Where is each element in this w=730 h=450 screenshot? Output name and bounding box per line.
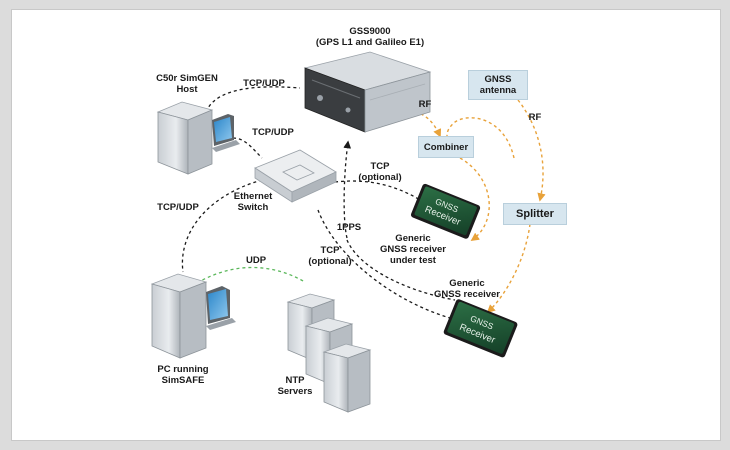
link-switch-rut: [334, 180, 429, 206]
simgen-host-line2: Host: [176, 84, 198, 95]
gr-line1: Generic: [449, 278, 485, 289]
simgen-host-computer: [156, 101, 240, 175]
switch-rut-line1: TCP: [370, 161, 390, 172]
ethernet-switch-line1: Ethernet: [233, 191, 273, 202]
link-label-switch-rut: TCP (optional): [358, 161, 401, 183]
combiner-box: Combiner: [418, 136, 474, 158]
switch-rut-line2: (optional): [358, 172, 402, 183]
data-links: [181, 86, 456, 319]
gss9000-subtitle: (GPS L1 and Galileo E1): [315, 37, 425, 48]
link-label-switch-pc: TCP/UDP: [157, 202, 199, 213]
receiver-under-test-label: Generic GNSS receiver under test: [380, 233, 446, 266]
pc-simsafe-label: PC running SimSAFE: [157, 364, 208, 386]
switch-generic-line2: (optional): [308, 256, 352, 267]
combiner-label: Combiner: [423, 141, 469, 153]
simgen-host-line1: C50r SimGEN: [156, 73, 218, 84]
ethernet-switch-label: Ethernet Switch: [234, 191, 273, 213]
gnss-antenna-line2: antenna: [479, 85, 517, 96]
link-label-pps: 1PPS: [336, 222, 362, 233]
link-switch-pc: [181, 179, 263, 273]
rf-splitter-combiner: [446, 117, 515, 159]
rf-combiner-rut: [459, 157, 490, 241]
rf-splitter-generic: [486, 223, 531, 314]
pc-simsafe-line2: SimSAFE: [161, 375, 205, 386]
pc-simsafe-computer: [150, 273, 236, 359]
ethernet-switch-line2: Switch: [237, 202, 269, 213]
switch-generic-line1: TCP: [320, 245, 340, 256]
link-pc-ntp: [191, 266, 306, 287]
generic-receiver-device: GNSS Receiver: [443, 299, 518, 358]
pc-simsafe-line1: PC running: [157, 364, 209, 375]
link-label-antenna-splitter: RF: [528, 112, 542, 123]
link-label-simgen-gss: TCP/UDP: [243, 78, 285, 89]
ntp-servers-line1: NTP: [285, 375, 305, 386]
simgen-host-label: C50r SimGEN Host: [156, 73, 218, 95]
link-label-pc-ntp: UDP: [245, 255, 267, 266]
rf-links: [414, 99, 546, 314]
generic-receiver-label: Generic GNSS receiver: [434, 278, 500, 300]
rut-line1: Generic: [395, 233, 431, 244]
splitter-label: Splitter: [516, 208, 554, 220]
gss9000-chassis: [303, 51, 432, 133]
ntp-servers-line2: Servers: [277, 386, 313, 397]
link-simgen-gss: [205, 86, 301, 113]
link-label-simgen-switch: TCP/UDP: [252, 127, 294, 138]
gss9000-title: GSS9000: [349, 26, 391, 37]
rut-line2: GNSS receiver: [379, 244, 447, 255]
link-label-switch-generic: TCP (optional): [308, 245, 351, 267]
ntp-server-3: [322, 343, 372, 413]
link-label-gss-combiner: RF: [418, 99, 432, 110]
ethernet-switch-device: [254, 149, 337, 203]
receiver-under-test-device: GNSS Receiver: [410, 183, 481, 239]
gnss-antenna-box: GNSS antenna: [468, 70, 528, 100]
rut-line3: under test: [390, 255, 436, 266]
ntp-servers-label: NTP Servers: [278, 375, 313, 397]
link-simgen-switch: [232, 137, 263, 159]
splitter-box: Splitter: [503, 203, 567, 225]
ntp-servers-group: [286, 293, 372, 413]
link-pps: [343, 140, 352, 239]
rf-gss-combiner: [414, 111, 442, 138]
gnss-antenna-line1: GNSS: [484, 74, 512, 85]
gr-line2: GNSS receiver: [433, 289, 501, 300]
gss9000-label: GSS9000 (GPS L1 and Galileo E1): [316, 26, 424, 48]
